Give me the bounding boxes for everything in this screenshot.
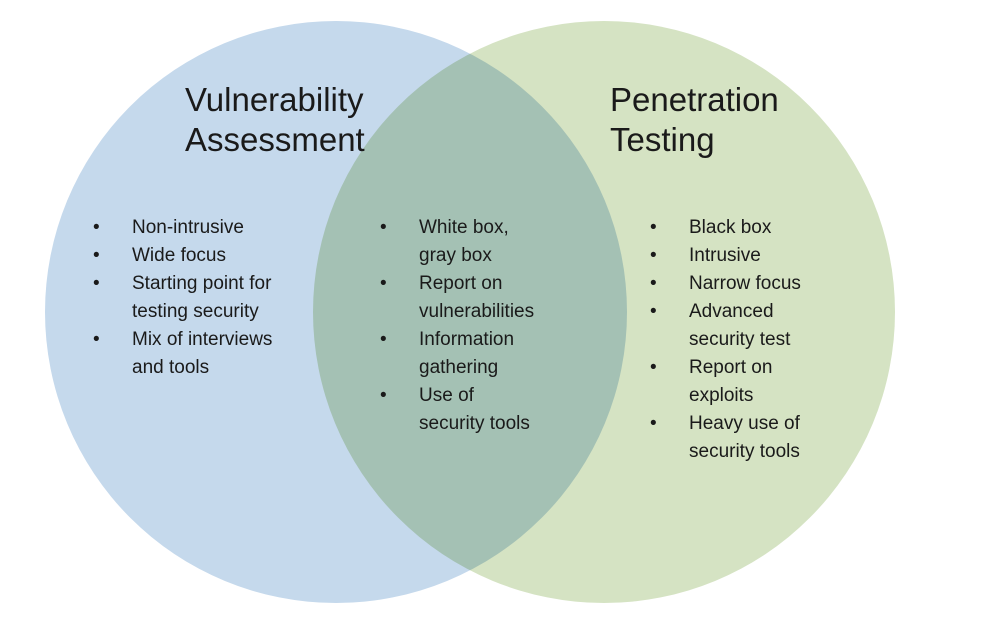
bullet-icon: • bbox=[650, 245, 657, 266]
list-item-text: Report on exploits bbox=[689, 357, 773, 406]
list-item: • Non-intrusive bbox=[93, 214, 272, 242]
list-item: • Heavy use of security tools bbox=[650, 410, 801, 466]
overlap-list: • White box, gray box • Report on vulner… bbox=[380, 214, 534, 438]
list-item: • Information gathering bbox=[380, 326, 534, 382]
right-title-line-2: Testing bbox=[610, 121, 715, 158]
right-circle-title: Penetration Testing bbox=[610, 80, 779, 160]
list-item-text: Information gathering bbox=[419, 329, 515, 378]
bullet-icon: • bbox=[380, 217, 387, 238]
list-item: • Report on vulnerabilities bbox=[380, 270, 534, 326]
list-item-text: Advanced security test bbox=[689, 301, 791, 350]
list-item: • Wide focus bbox=[93, 242, 272, 270]
list-item-text: Wide focus bbox=[132, 245, 226, 266]
list-item: • White box, gray box bbox=[380, 214, 534, 270]
list-item-text: Report on vulnerabilities bbox=[419, 273, 535, 322]
bullet-icon: • bbox=[650, 217, 657, 238]
left-title-line-2: Assessment bbox=[185, 121, 365, 158]
list-item-text: Black box bbox=[689, 217, 772, 238]
bullet-icon: • bbox=[93, 273, 100, 294]
vulnerability-assessment-list: • Non-intrusive • Wide focus • Starting … bbox=[93, 214, 272, 382]
list-item-text: Narrow focus bbox=[689, 273, 801, 294]
left-circle-title: Vulnerability Assessment bbox=[185, 80, 365, 160]
list-item: • Black box bbox=[650, 214, 801, 242]
bullet-icon: • bbox=[380, 329, 387, 350]
bullet-icon: • bbox=[93, 329, 100, 350]
bullet-icon: • bbox=[380, 385, 387, 406]
bullet-icon: • bbox=[650, 273, 657, 294]
bullet-icon: • bbox=[93, 217, 100, 238]
list-item-text: Intrusive bbox=[689, 245, 761, 266]
bullet-icon: • bbox=[93, 245, 100, 266]
list-item: • Starting point for testing security bbox=[93, 270, 272, 326]
bullet-icon: • bbox=[650, 301, 657, 322]
bullet-icon: • bbox=[650, 357, 657, 378]
list-item: • Intrusive bbox=[650, 242, 801, 270]
penetration-testing-list: • Black box • Intrusive • Narrow focus •… bbox=[650, 214, 801, 466]
list-item-text: Heavy use of security tools bbox=[689, 413, 800, 462]
list-item: • Use of security tools bbox=[380, 382, 534, 438]
list-item: • Narrow focus bbox=[650, 270, 801, 298]
left-title-line-1: Vulnerability bbox=[185, 81, 364, 118]
list-item-text: White box, gray box bbox=[419, 217, 509, 266]
bullet-icon: • bbox=[380, 273, 387, 294]
list-item: • Mix of interviews and tools bbox=[93, 326, 272, 382]
list-item-text: Non-intrusive bbox=[132, 217, 244, 238]
right-title-line-1: Penetration bbox=[610, 81, 779, 118]
list-item-text: Starting point for testing security bbox=[132, 273, 272, 322]
list-item: • Report on exploits bbox=[650, 354, 801, 410]
list-item: • Advanced security test bbox=[650, 298, 801, 354]
list-item-text: Mix of interviews and tools bbox=[132, 329, 273, 378]
penetration-testing-circle bbox=[313, 21, 895, 603]
list-item-text: Use of security tools bbox=[419, 385, 530, 434]
bullet-icon: • bbox=[650, 413, 657, 434]
